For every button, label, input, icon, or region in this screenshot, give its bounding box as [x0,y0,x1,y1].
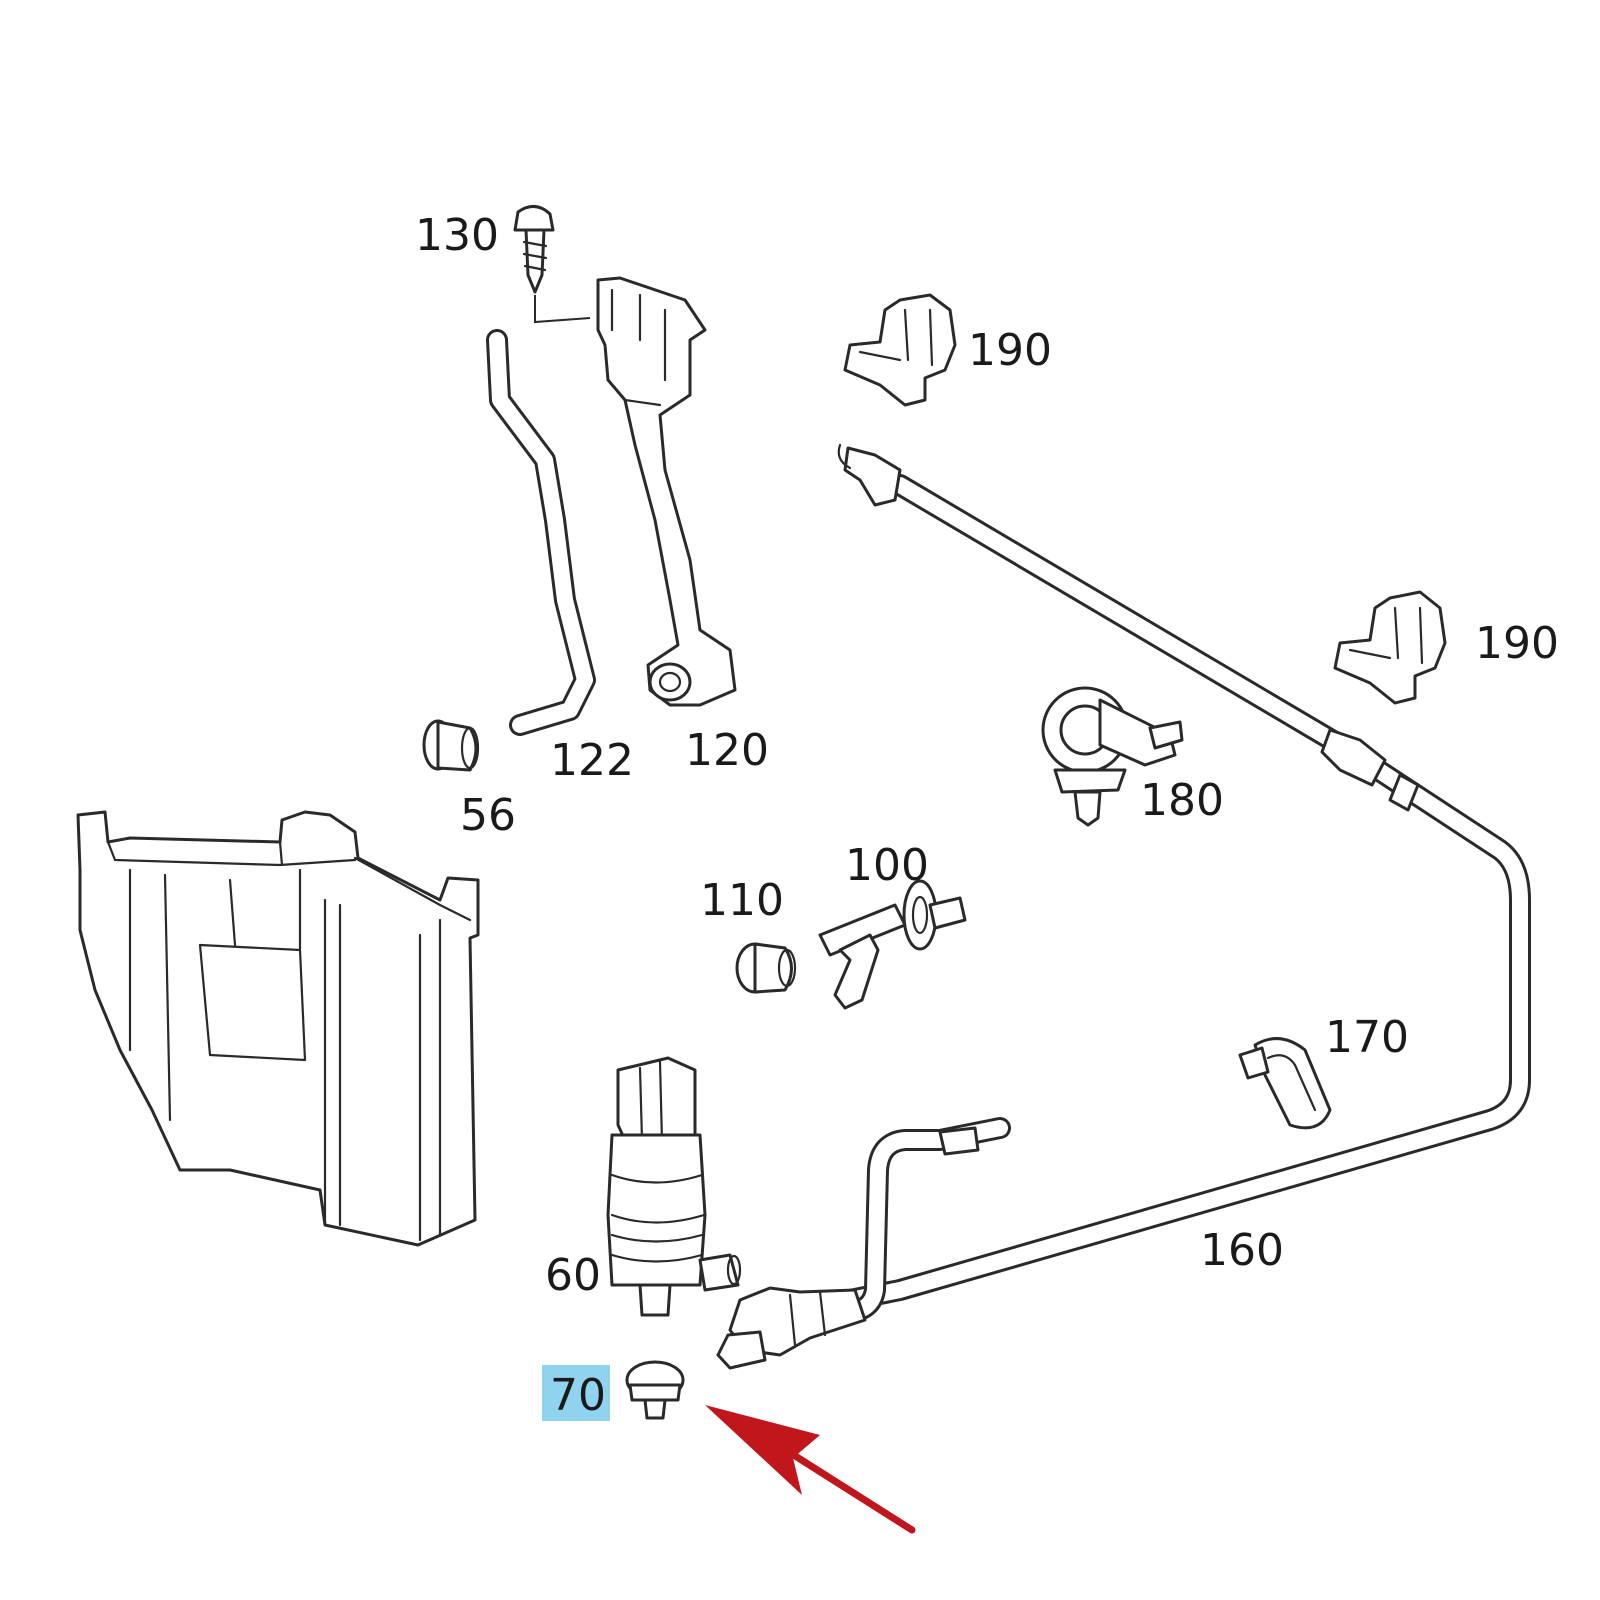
callout-130: 130 [415,210,499,261]
callout-170: 170 [1325,1012,1409,1063]
connector-pump-hose [716,1286,867,1370]
grommet-110 [735,942,797,994]
screw-130 [513,205,555,294]
callout-190-lower: 190 [1475,618,1559,669]
arrow-head [705,1405,820,1495]
callout-110: 110 [700,875,784,926]
bracket-180 [1041,686,1184,827]
pointer-arrow [705,1405,916,1534]
callout-122: 122 [550,735,634,786]
leader-130 [534,295,591,324]
grommet-56 [422,719,480,772]
screw-70 [625,1360,685,1420]
washer-reservoir [76,810,480,1247]
hose-122 [486,329,596,736]
callout-56: 56 [460,790,516,841]
hose-160 [799,443,1531,1319]
callout-160: 160 [1200,1225,1284,1276]
washer-pump-60 [606,1056,742,1317]
callout-70: 70 [550,1370,606,1421]
callout-100: 100 [845,840,929,891]
callout-120: 120 [685,725,769,776]
callout-60: 60 [545,1250,601,1301]
tee-connector-100 [818,879,967,1010]
callout-70-highlight [542,1365,610,1421]
clip-190-upper [843,293,957,407]
clamp-170 [1238,1037,1332,1130]
callout-180: 180 [1140,775,1224,826]
callout-190-upper: 190 [968,325,1052,376]
clip-190-lower [1333,590,1447,705]
filler-neck-120 [596,276,737,707]
